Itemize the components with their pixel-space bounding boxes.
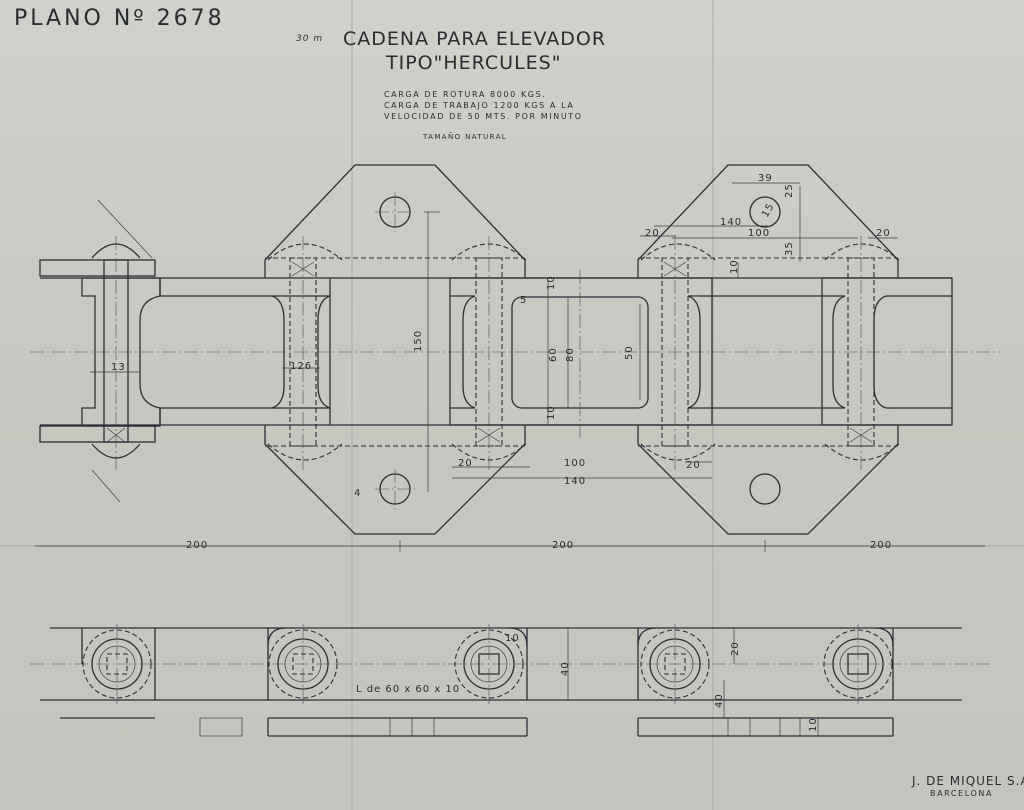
- dim-39: 39: [758, 173, 773, 184]
- spec-speed: VELOCIDAD DE 50 MTS. POR MINUTO: [384, 112, 583, 121]
- pitch-200-left: 200: [186, 540, 208, 551]
- dim-100: 100: [564, 458, 586, 469]
- dim-25: 25: [784, 183, 795, 198]
- dim-40-bottom: 40: [714, 693, 725, 708]
- side-view-bushes: [82, 624, 893, 704]
- spec-working-load: CARGA DE TRABAJO 1200 KGS A LA: [384, 101, 575, 110]
- spec-breaking-load: CARGA DE ROTURA 8000 KGS.: [384, 90, 547, 99]
- plan-number: PLANO Nº 2678: [14, 6, 225, 31]
- maker-city: BARCELONA: [930, 789, 994, 798]
- left-pin-section: [39, 199, 161, 503]
- maker-name: J. DE MIQUEL S.A.: [912, 774, 1024, 788]
- dim-150: 150: [413, 330, 424, 352]
- sheet-scale-note: 30 m: [296, 34, 324, 44]
- drawing-title: CADENA PARA ELEVADOR: [343, 28, 607, 50]
- link-right: [712, 277, 953, 426]
- pitch-200-middle: 200: [552, 540, 574, 551]
- dim-20-left: 20: [458, 458, 473, 469]
- pitch-200-right: 200: [870, 540, 892, 551]
- dim-100-top: 100: [748, 228, 770, 239]
- dim-10-base: 10: [808, 717, 819, 732]
- dim-50: 50: [624, 345, 635, 360]
- drawing-subtitle: TIPO"HERCULES": [386, 52, 562, 74]
- dim-35: 35: [784, 241, 795, 256]
- dim-10-bush: 10: [505, 633, 520, 644]
- dim-80: 80: [565, 347, 576, 362]
- dim-60: 60: [548, 347, 559, 362]
- dim-15: 15: [760, 201, 777, 219]
- dim-13: 13: [111, 362, 126, 373]
- dim-20-top-left: 20: [645, 228, 660, 239]
- dim-5: 5: [520, 295, 527, 306]
- dim-40-side: 40: [560, 661, 571, 676]
- dim-126: 126: [290, 361, 312, 372]
- dim-10-right: 10: [729, 259, 740, 274]
- dimension-lines-side: [560, 627, 819, 736]
- attachment-plate-a: [264, 164, 527, 535]
- middle-link: [449, 270, 713, 440]
- dim-140: 140: [564, 476, 586, 487]
- dim-20-side: 20: [730, 641, 741, 656]
- dim-10-upper: 10: [546, 275, 557, 290]
- dim-4: 4: [354, 488, 361, 499]
- dim-140-top: 140: [720, 217, 742, 228]
- dim-10-lower: 10: [546, 405, 557, 420]
- pins-link-a: [289, 236, 503, 470]
- attachment-plate-b: [637, 164, 900, 535]
- link1-window: [160, 295, 331, 409]
- side-view: [30, 627, 990, 737]
- dim-20-top-right: 20: [876, 228, 891, 239]
- dimension-lines-top: [35, 182, 985, 552]
- angle-profile-note: L de 60 x 60 x 10: [356, 684, 460, 695]
- dim-20-mid: 20: [686, 460, 701, 471]
- scale-note: TAMAÑO NATURAL: [423, 133, 508, 141]
